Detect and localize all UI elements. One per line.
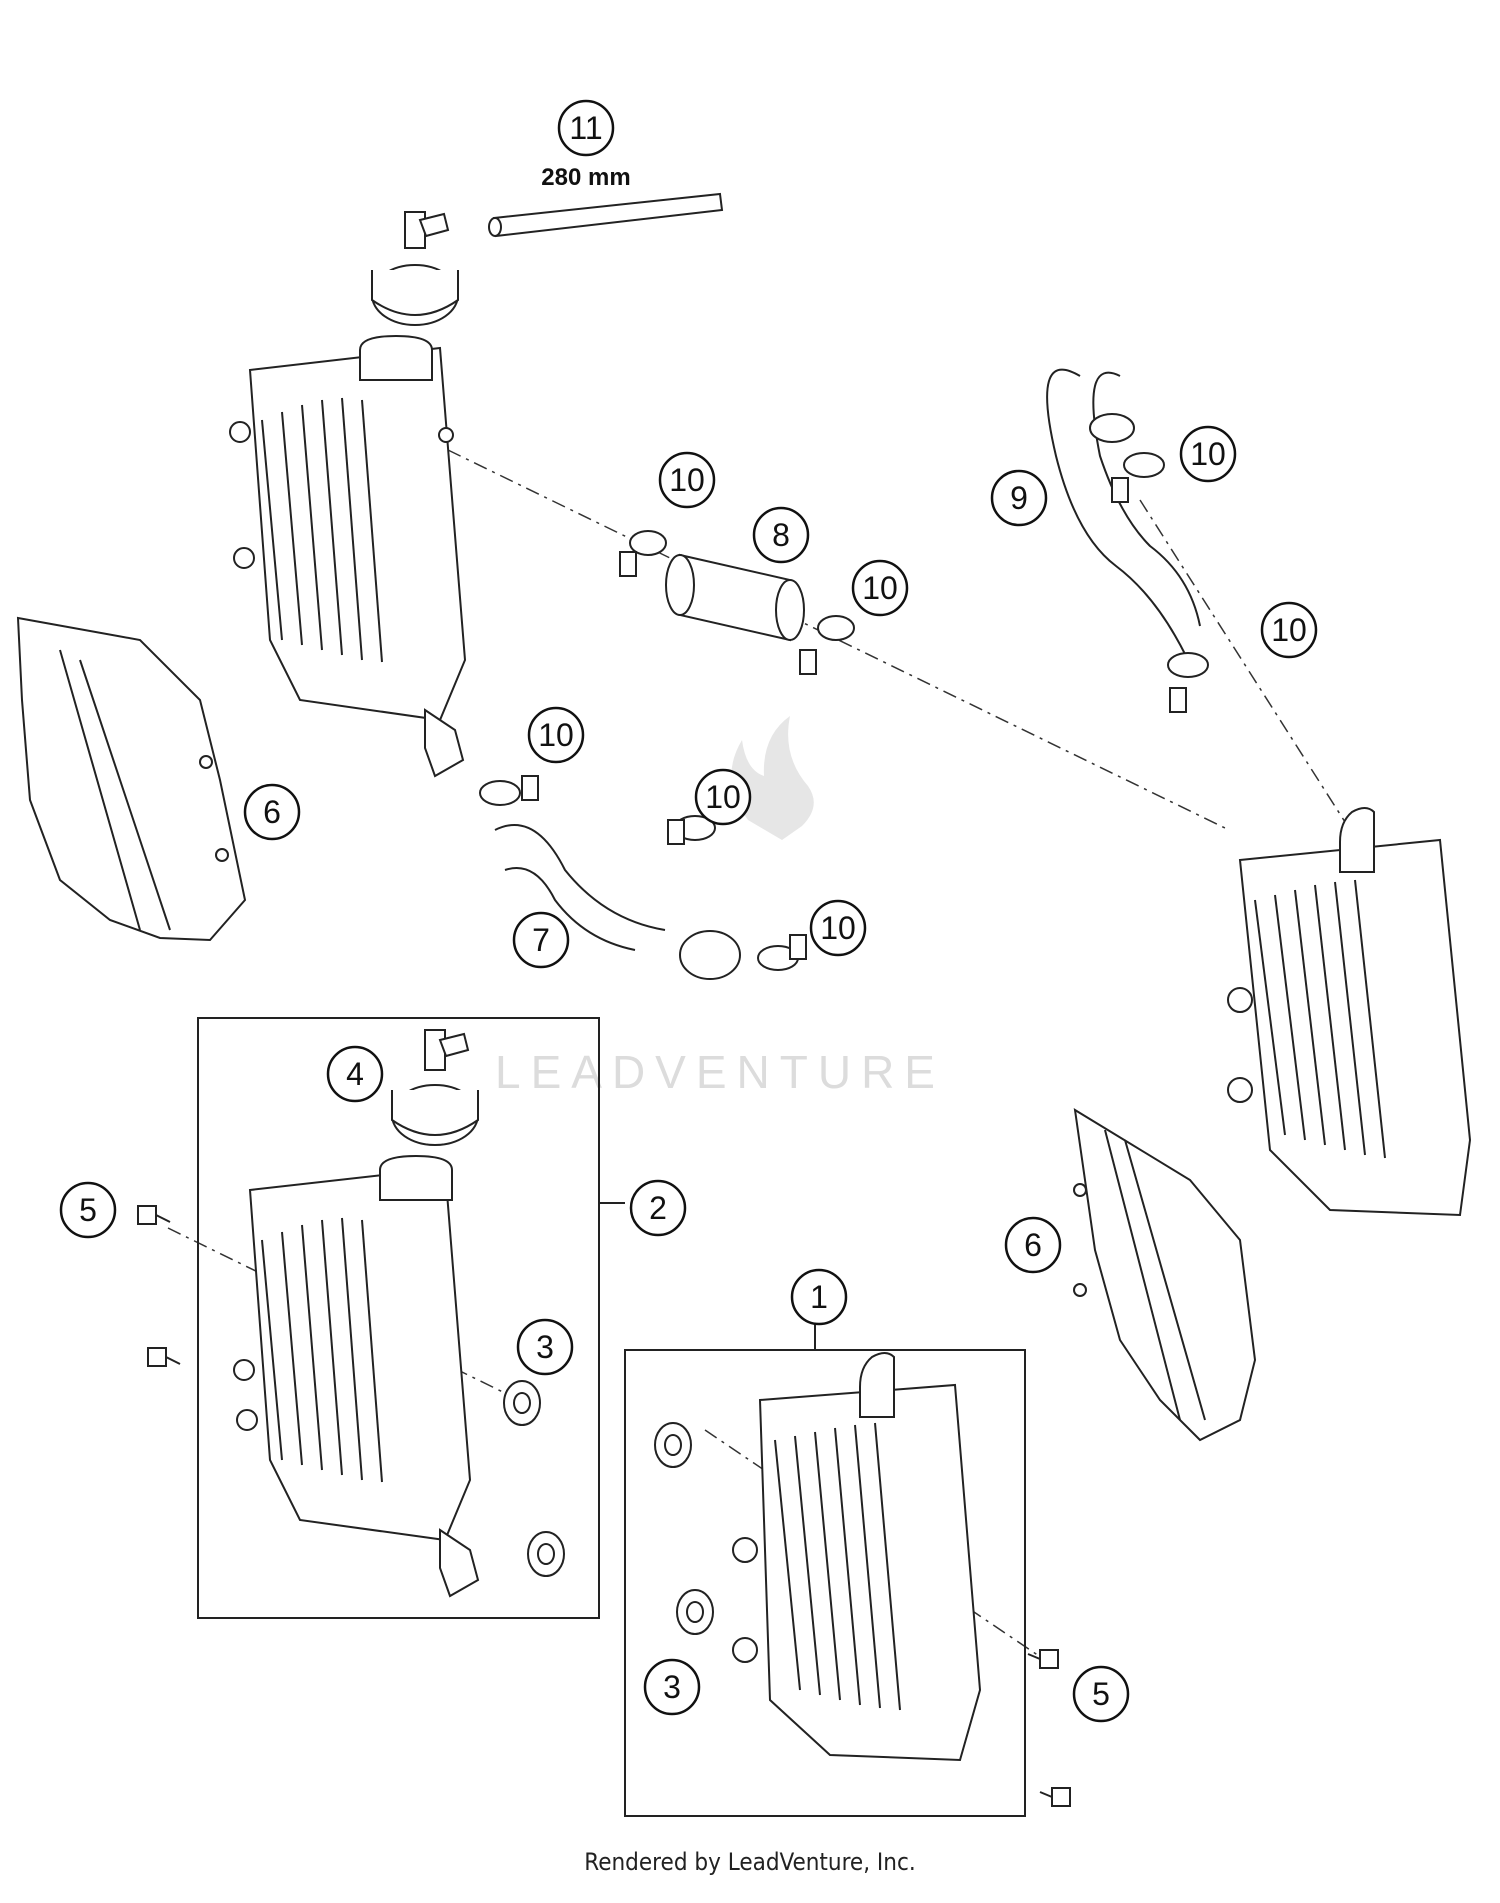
watermark: LEADVENTURE <box>495 716 945 1098</box>
svg-text:6: 6 <box>1024 1227 1042 1263</box>
callout-10-f: 10 <box>694 768 752 826</box>
radiator-left-assembly <box>233 1154 480 1598</box>
svg-text:8: 8 <box>772 517 790 553</box>
grommets <box>503 1380 714 1635</box>
callout-1: 1 <box>790 1268 848 1326</box>
upper-hose <box>1046 368 1201 657</box>
watermark-text: LEADVENTURE <box>495 1046 945 1098</box>
svg-text:10: 10 <box>820 910 856 946</box>
svg-text:5: 5 <box>79 1192 97 1228</box>
hose-clamps <box>479 452 1209 971</box>
watermark-flame-icon <box>731 716 814 840</box>
svg-text:11: 11 <box>569 110 602 146</box>
bolts <box>137 1205 1071 1807</box>
assembly-box-2 <box>197 1017 625 1619</box>
callout-10-c: 10 <box>1179 425 1237 483</box>
svg-text:10: 10 <box>705 779 741 815</box>
lower-hose <box>494 824 741 980</box>
shroud-left <box>16 616 247 942</box>
shroud-right <box>1073 1108 1257 1442</box>
svg-text:10: 10 <box>1271 612 1307 648</box>
hose-length-label: 280 mm <box>541 164 630 191</box>
callout-3-a: 3 <box>516 1318 574 1376</box>
callout-8: 8 <box>752 506 810 564</box>
callouts: 11 280 mm 10 8 10 10 9 10 10 <box>59 99 1318 1723</box>
callout-3-b: 3 <box>643 1658 701 1716</box>
svg-text:10: 10 <box>669 462 705 498</box>
radiator-cap-assembly <box>391 1029 479 1146</box>
overflow-hose <box>488 192 724 238</box>
callout-7: 7 <box>512 911 570 969</box>
svg-text:3: 3 <box>536 1329 554 1365</box>
svg-text:2: 2 <box>649 1190 667 1226</box>
render-credit: Rendered by LeadVenture, Inc. <box>584 1848 916 1876</box>
svg-text:3: 3 <box>663 1669 681 1705</box>
svg-text:9: 9 <box>1010 480 1028 516</box>
callout-9: 9 <box>990 469 1048 527</box>
svg-text:10: 10 <box>538 717 574 753</box>
callout-10-a: 10 <box>658 451 716 509</box>
callout-6-a: 6 <box>243 783 301 841</box>
svg-text:7: 7 <box>532 922 550 958</box>
callout-5-a: 5 <box>59 1181 117 1239</box>
svg-text:5: 5 <box>1092 1676 1110 1712</box>
callout-10-d: 10 <box>1260 601 1318 659</box>
svg-text:6: 6 <box>263 794 281 830</box>
callout-4: 4 <box>326 1045 384 1103</box>
callout-6-b: 6 <box>1004 1216 1062 1274</box>
callout-2: 2 <box>629 1179 687 1237</box>
hose-connector <box>665 553 805 642</box>
radiator-left-top <box>229 334 467 778</box>
callout-11: 11 280 mm <box>541 99 631 191</box>
radiator-assembly-1 <box>732 1352 982 1762</box>
svg-text:10: 10 <box>862 570 898 606</box>
callout-10-b: 10 <box>851 559 909 617</box>
svg-text:10: 10 <box>1190 436 1226 472</box>
svg-text:4: 4 <box>346 1056 364 1092</box>
radiator-right <box>1227 807 1472 1217</box>
callout-5-b: 5 <box>1072 1665 1130 1723</box>
callout-10-g: 10 <box>809 899 867 957</box>
radiator-cap-top <box>371 211 459 326</box>
svg-text:1: 1 <box>810 1279 828 1315</box>
callout-10-e: 10 <box>527 706 585 764</box>
